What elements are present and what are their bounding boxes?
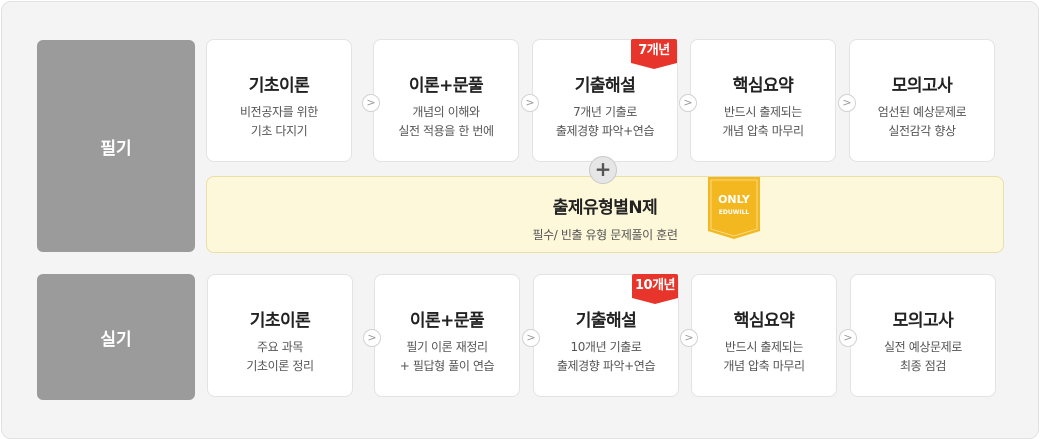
step-title: 모의고사 [891, 76, 953, 96]
chevron-right-icon: > [521, 94, 539, 112]
step-title: 기초이론 [248, 76, 310, 96]
special-desc: 필수/ 빈출 유형 문제풀이 훈련 [532, 228, 678, 242]
only-eduwill-ribbon-icon: ONLY EDUWILL [708, 177, 760, 239]
chevron-right-icon: > [680, 329, 698, 347]
plus-icon: + [589, 156, 617, 184]
badge-7-years: 7개년 [631, 39, 677, 63]
chevron-right-icon: > [363, 329, 381, 347]
step-title: 기출해설 [575, 311, 637, 331]
step-desc: 필기 이론 재정리+ 필답형 풀이 연습 [399, 340, 495, 373]
ribbon-brand-text: EDUWILL [719, 209, 750, 216]
step-title: 이론+문풀 [408, 76, 484, 96]
chevron-right-icon: > [839, 329, 857, 347]
step-title: 기초이론 [249, 311, 311, 331]
written-exam-label: 필기 [37, 40, 195, 252]
step-title: 핵심요약 [733, 311, 795, 331]
step-title: 기출해설 [574, 76, 636, 96]
ribbon-only-text: ONLY [718, 193, 751, 206]
step-title: 모의고사 [892, 311, 954, 331]
special-title: 출제유형별N제 [552, 198, 658, 218]
chevron-right-icon: > [362, 94, 380, 112]
chevron-right-icon: > [522, 329, 540, 347]
practical-step-theory-practice[interactable]: 이론+문풀 필기 이론 재정리+ 필답형 풀이 연습 [374, 274, 520, 397]
chevron-right-icon: > [679, 94, 697, 112]
practical-exam-label: 실기 [37, 274, 195, 400]
step-title: 이론+문풀 [409, 311, 485, 331]
badge-10-years: 10개년 [632, 274, 678, 298]
chevron-right-icon: > [838, 94, 856, 112]
step-title: 핵심요약 [732, 76, 794, 96]
question-type-drill-card[interactable]: 출제유형별N제 필수/ 빈출 유형 문제풀이 훈련 [206, 176, 1004, 253]
